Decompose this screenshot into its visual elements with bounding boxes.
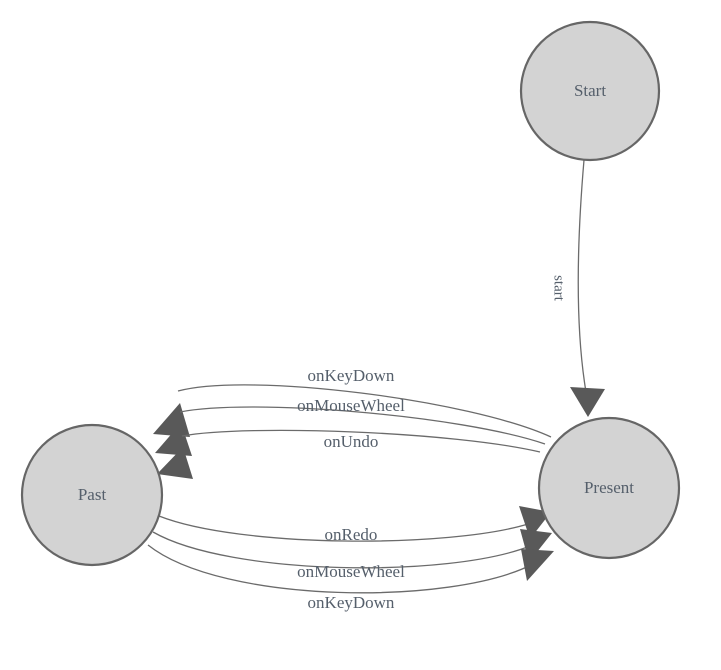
edge-label-present-past-mousewheel: onMouseWheel bbox=[297, 396, 405, 415]
node-start-label: Start bbox=[574, 81, 606, 100]
edge-past-present-mousewheel-path bbox=[152, 531, 531, 569]
edge-label-past-present-redo: onRedo bbox=[325, 525, 378, 544]
edge-past-present-mousewheel[interactable]: onMouseWheel bbox=[152, 529, 552, 581]
edge-label-past-present-mousewheel: onMouseWheel bbox=[297, 562, 405, 581]
edge-start-present-path bbox=[577, 159, 587, 393]
node-present[interactable]: Present bbox=[537, 416, 681, 560]
node-present-label: Present bbox=[584, 478, 634, 497]
edge-past-present-redo[interactable]: onRedo bbox=[158, 506, 551, 544]
edge-label-start: start bbox=[551, 275, 567, 302]
edge-present-past-keydown-path bbox=[177, 384, 552, 438]
node-present-circle bbox=[537, 416, 681, 560]
edge-past-present-keydown-arrowhead bbox=[521, 549, 554, 581]
edge-start-present-arrowhead bbox=[570, 387, 605, 417]
edge-past-present-redo-path bbox=[158, 515, 529, 542]
edge-past-present-keydown-path bbox=[147, 544, 534, 594]
edge-label-present-past-undo: onUndo bbox=[324, 432, 379, 451]
node-start-circle bbox=[519, 20, 661, 162]
edge-present-past-undo[interactable]: onUndo bbox=[157, 429, 541, 479]
node-past[interactable]: Past bbox=[20, 423, 164, 567]
edge-start-present[interactable]: start bbox=[551, 159, 605, 417]
node-past-circle bbox=[20, 423, 164, 567]
edge-present-past-undo-arrowhead bbox=[157, 447, 193, 479]
node-past-label: Past bbox=[78, 485, 107, 504]
edge-present-past-mousewheel-path bbox=[179, 406, 546, 445]
edge-present-past-keydown-arrowhead bbox=[153, 403, 190, 437]
node-start[interactable]: Start bbox=[519, 20, 661, 162]
edge-past-present-keydown[interactable]: onKeyDown bbox=[147, 544, 554, 612]
edge-label-past-present-keydown: onKeyDown bbox=[308, 593, 395, 612]
edge-label-present-past-keydown: onKeyDown bbox=[308, 366, 395, 385]
edge-present-past-undo-path bbox=[181, 429, 541, 453]
